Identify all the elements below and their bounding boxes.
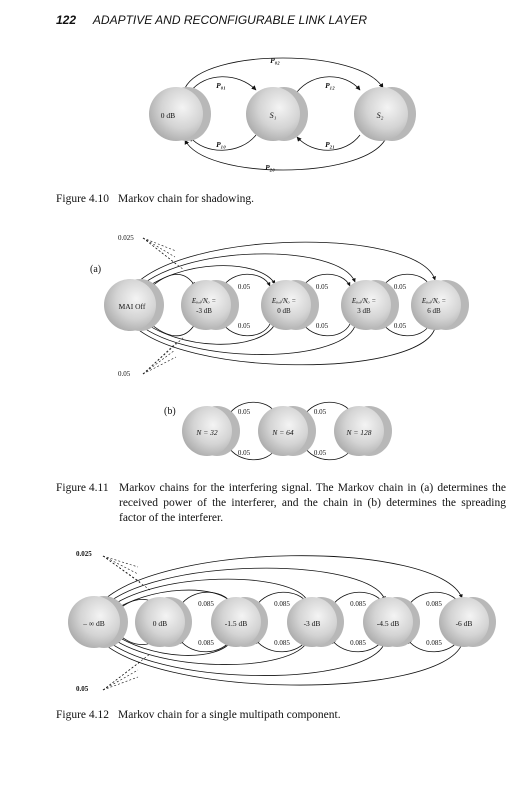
transition-label: 0.05 bbox=[314, 408, 327, 416]
state-label-line1: Eₒ,ᵢ/Nₒ = bbox=[421, 297, 446, 305]
state-node-minus4-5db bbox=[363, 597, 420, 647]
probability-label: 0.025 bbox=[118, 234, 134, 242]
edge-p12 bbox=[296, 76, 361, 93]
transition-label: 0.05 bbox=[238, 283, 251, 291]
caption-label: Figure 4.10 bbox=[56, 193, 110, 205]
state-label: N = 64 bbox=[271, 428, 294, 437]
dashed-fan-top bbox=[142, 237, 185, 271]
transition-label: 0.05 bbox=[316, 283, 329, 291]
dashed-fan-bottom bbox=[142, 336, 185, 375]
caption-text: Markov chains for the interfering signal… bbox=[119, 482, 506, 524]
subfigure-label-b: (b) bbox=[164, 406, 176, 417]
edge-p20 bbox=[184, 139, 386, 171]
transition-label: 0.085 bbox=[426, 600, 442, 608]
state-node-mai-off bbox=[104, 279, 164, 331]
state-label: -3 dB bbox=[304, 619, 321, 628]
state-label-line2: -3 dB bbox=[196, 307, 212, 315]
transition-label: 0.085 bbox=[426, 639, 442, 647]
transition-label: 0.05 bbox=[394, 322, 407, 330]
running-header: 122 ADAPTIVE AND RECONFIGURABLE LINK LAY… bbox=[56, 13, 506, 31]
state-label: -1.5 dB bbox=[225, 619, 248, 628]
state-label: 0 dB bbox=[153, 619, 167, 628]
caption-text: Markov chain for shadowing. bbox=[118, 193, 255, 205]
state-node-n64 bbox=[258, 406, 316, 456]
state-node-minus3db bbox=[287, 597, 344, 647]
edge-p21 bbox=[296, 134, 361, 151]
state-label: N = 128 bbox=[345, 428, 371, 437]
state-node-minus6db bbox=[439, 597, 496, 647]
caption-label: Figure 4.11 bbox=[56, 482, 109, 494]
transition-label: 0.05 bbox=[316, 322, 329, 330]
transition-label: 0.085 bbox=[198, 639, 214, 647]
caption-text: Markov chain for a single multipath comp… bbox=[118, 709, 341, 721]
state-node-0db bbox=[149, 87, 211, 141]
probability-label: 0.05 bbox=[76, 685, 89, 693]
state-label: – ∞ dB bbox=[82, 619, 105, 628]
transition-label: 0.085 bbox=[350, 639, 366, 647]
figure-4-12-diagram: 0.025 0.05 bbox=[68, 550, 496, 693]
subfigure-label-a: (a) bbox=[90, 264, 101, 275]
transition-label: 0.05 bbox=[238, 408, 251, 416]
state-node-n32 bbox=[182, 406, 240, 456]
figure-4-12-caption: Figure 4.12 Markov chain for a single mul… bbox=[56, 708, 341, 723]
running-title: ADAPTIVE AND RECONFIGURABLE LINK LAYER bbox=[92, 13, 367, 27]
transition-label: 0.05 bbox=[314, 449, 327, 457]
edge-p02 bbox=[184, 57, 384, 89]
figure-4-10-diagram: 0 dB S₁ S₂ P₀₂ P₀₁ P₁₂ P₁₀ P₂₁ P₂₀ bbox=[149, 56, 416, 172]
state-label: N = 32 bbox=[195, 428, 218, 437]
transition-label: 0.085 bbox=[274, 639, 290, 647]
dashed-fan-top bbox=[102, 555, 151, 591]
dashed-fan-bottom bbox=[102, 653, 151, 691]
state-node-0db bbox=[261, 280, 319, 330]
transition-label: P₁₀ bbox=[216, 140, 226, 149]
transition-label: 0.085 bbox=[350, 600, 366, 608]
transition-label: 0.085 bbox=[274, 600, 290, 608]
state-node-0db bbox=[135, 597, 192, 647]
state-label-line2: 0 dB bbox=[277, 307, 291, 315]
state-node-3db bbox=[341, 280, 399, 330]
probability-label: 0.05 bbox=[118, 370, 131, 378]
state-label-line1: Eₒ,ᵢ/Nₒ = bbox=[271, 297, 296, 305]
figure-4-11-caption: Figure 4.11 Markov chains for the interf… bbox=[56, 481, 506, 526]
state-label-line1: Eₒ,ᵢ/Nₒ = bbox=[191, 297, 216, 305]
transition-label: P₂₀ bbox=[265, 163, 275, 172]
state-node-6db bbox=[411, 280, 469, 330]
long-arcs bbox=[95, 555, 463, 686]
edge-p01 bbox=[189, 76, 257, 93]
edge-p10 bbox=[189, 134, 257, 151]
state-label-line2: 3 dB bbox=[357, 307, 371, 315]
state-node-minus-inf-db bbox=[68, 596, 128, 648]
figure-4-11-diagram: (a) 0.025 0.05 bbox=[90, 234, 469, 461]
state-label: -4.5 dB bbox=[377, 619, 400, 628]
state-label: S₁ bbox=[270, 111, 277, 120]
state-label: MAI Off bbox=[119, 302, 146, 311]
state-label-line1: Eₒ,ᵢ/Nₒ = bbox=[351, 297, 376, 305]
state-label: S₂ bbox=[377, 111, 384, 120]
transition-label: P₀₁ bbox=[216, 81, 226, 90]
state-label-line2: 6 dB bbox=[427, 307, 441, 315]
transition-label: 0.085 bbox=[198, 600, 214, 608]
state-node-s2 bbox=[354, 87, 416, 141]
transition-label: 0.05 bbox=[238, 449, 251, 457]
page-number: 122 bbox=[56, 13, 77, 27]
state-node-minus1-5db bbox=[211, 597, 268, 647]
caption-label: Figure 4.12 bbox=[56, 709, 110, 721]
probability-label: 0.025 bbox=[76, 550, 92, 558]
figure-4-10-caption: Figure 4.10 Markov chain for shadowing. bbox=[56, 192, 254, 207]
state-node-n128 bbox=[334, 406, 392, 456]
state-label: 0 dB bbox=[161, 111, 175, 120]
transition-label: P₀₂ bbox=[270, 56, 280, 65]
transition-label: P₂₁ bbox=[325, 140, 335, 149]
transition-label: P₁₂ bbox=[325, 81, 335, 90]
transition-label: 0.05 bbox=[238, 322, 251, 330]
transition-label: 0.05 bbox=[394, 283, 407, 291]
state-node-minus3db bbox=[181, 280, 239, 330]
state-node-s1 bbox=[246, 87, 308, 141]
state-label: -6 dB bbox=[456, 619, 473, 628]
